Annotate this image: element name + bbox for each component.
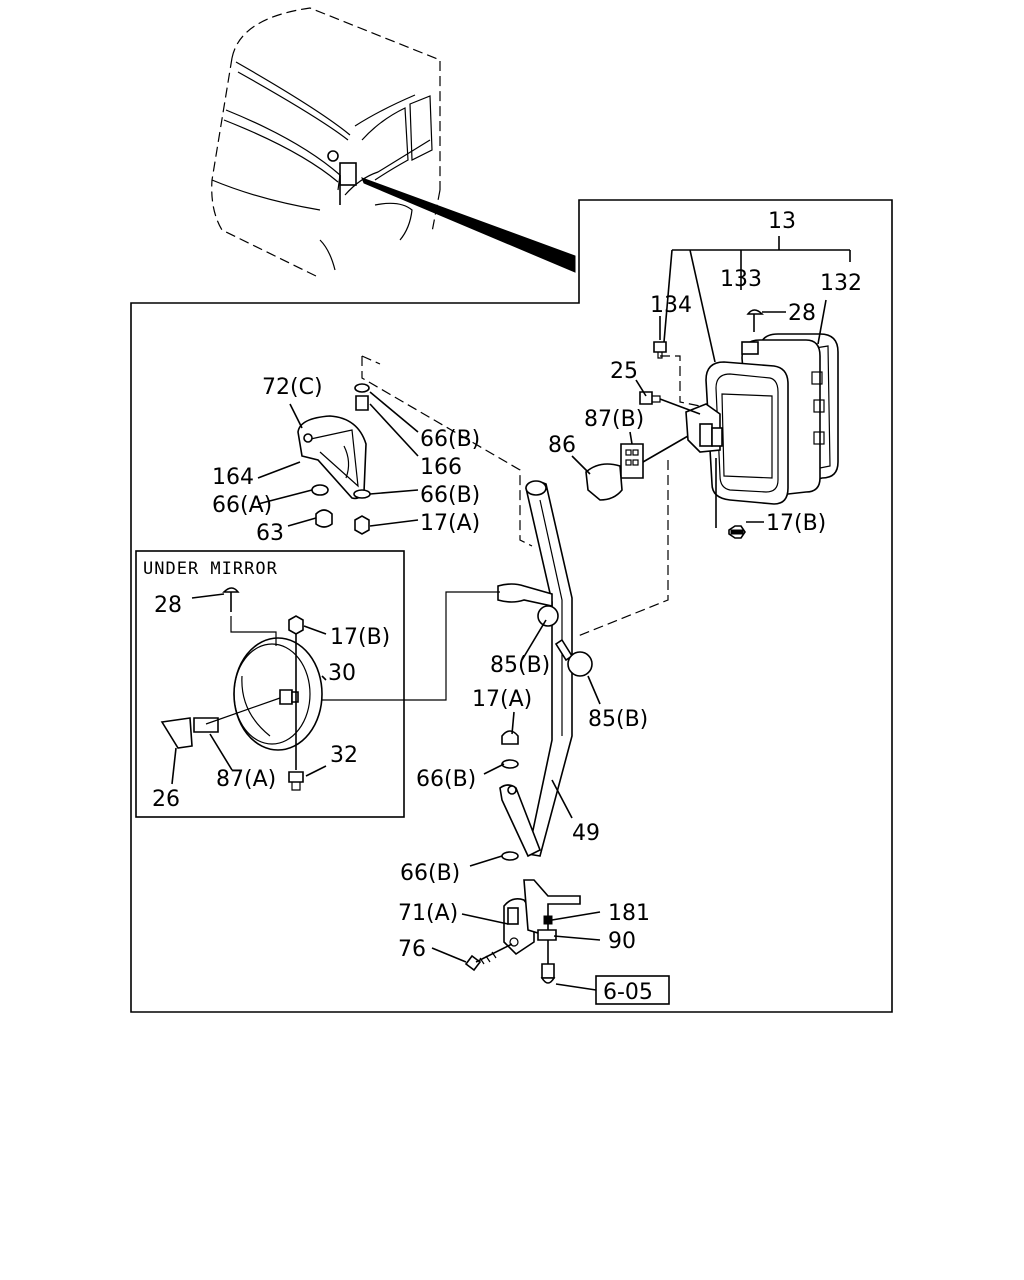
under-mirror-illustration <box>160 587 323 791</box>
label-30: 30 <box>328 661 356 686</box>
label-25: 25 <box>610 359 638 384</box>
part-labels: 13 133 132 134 28 25 87(B) 86 17(B) 72(C… <box>152 209 862 962</box>
under-mirror-inset <box>135 550 405 818</box>
main-frame <box>130 199 893 1013</box>
reference-box <box>595 975 670 1005</box>
leader-lines <box>171 299 827 991</box>
label-76: 76 <box>398 937 426 962</box>
label-90: 90 <box>608 929 636 954</box>
label-85b-2: 85(B) <box>588 707 648 732</box>
label-17a-1: 17(A) <box>420 511 480 536</box>
label-66a: 66(A) <box>212 493 272 518</box>
label-13: 13 <box>768 209 796 234</box>
reference-label: 6-05 <box>603 980 653 1005</box>
truck-cab-illustration <box>211 7 576 279</box>
label-166: 166 <box>420 455 462 480</box>
label-181: 181 <box>608 901 650 926</box>
label-72c: 72(C) <box>262 375 323 400</box>
base-bracket <box>464 879 581 984</box>
label-49: 49 <box>572 821 600 846</box>
label-132: 132 <box>820 271 862 296</box>
label-134: 134 <box>650 293 692 318</box>
label-17a-2: 17(A) <box>472 687 532 712</box>
label-28-inset: 28 <box>154 593 182 618</box>
upper-bracket <box>297 355 533 547</box>
label-66b-2: 66(B) <box>420 483 480 508</box>
inset-title: UNDER MIRROR <box>143 559 278 579</box>
main-mirror <box>685 333 839 539</box>
label-87a: 87(A) <box>216 767 276 792</box>
label-26: 26 <box>152 787 180 812</box>
label-66b-3: 66(B) <box>416 767 476 792</box>
label-28-top: 28 <box>788 301 816 326</box>
label-66b-4: 66(B) <box>400 861 460 886</box>
assembly-13-bracket <box>663 236 851 363</box>
label-71a: 71(A) <box>398 901 458 926</box>
label-87b: 87(B) <box>584 407 644 432</box>
label-17b-inset: 17(B) <box>330 625 390 650</box>
mirror-stay-arm <box>497 480 593 858</box>
label-66b-1: 66(B) <box>420 427 480 452</box>
label-164: 164 <box>212 465 254 490</box>
top-hardware <box>585 309 764 501</box>
label-17b-top: 17(B) <box>766 511 826 536</box>
label-85b-1: 85(B) <box>490 653 550 678</box>
label-63: 63 <box>256 521 284 546</box>
label-133: 133 <box>720 267 762 292</box>
label-86: 86 <box>548 433 576 458</box>
label-32: 32 <box>330 743 358 768</box>
arm-hardware <box>501 730 519 861</box>
